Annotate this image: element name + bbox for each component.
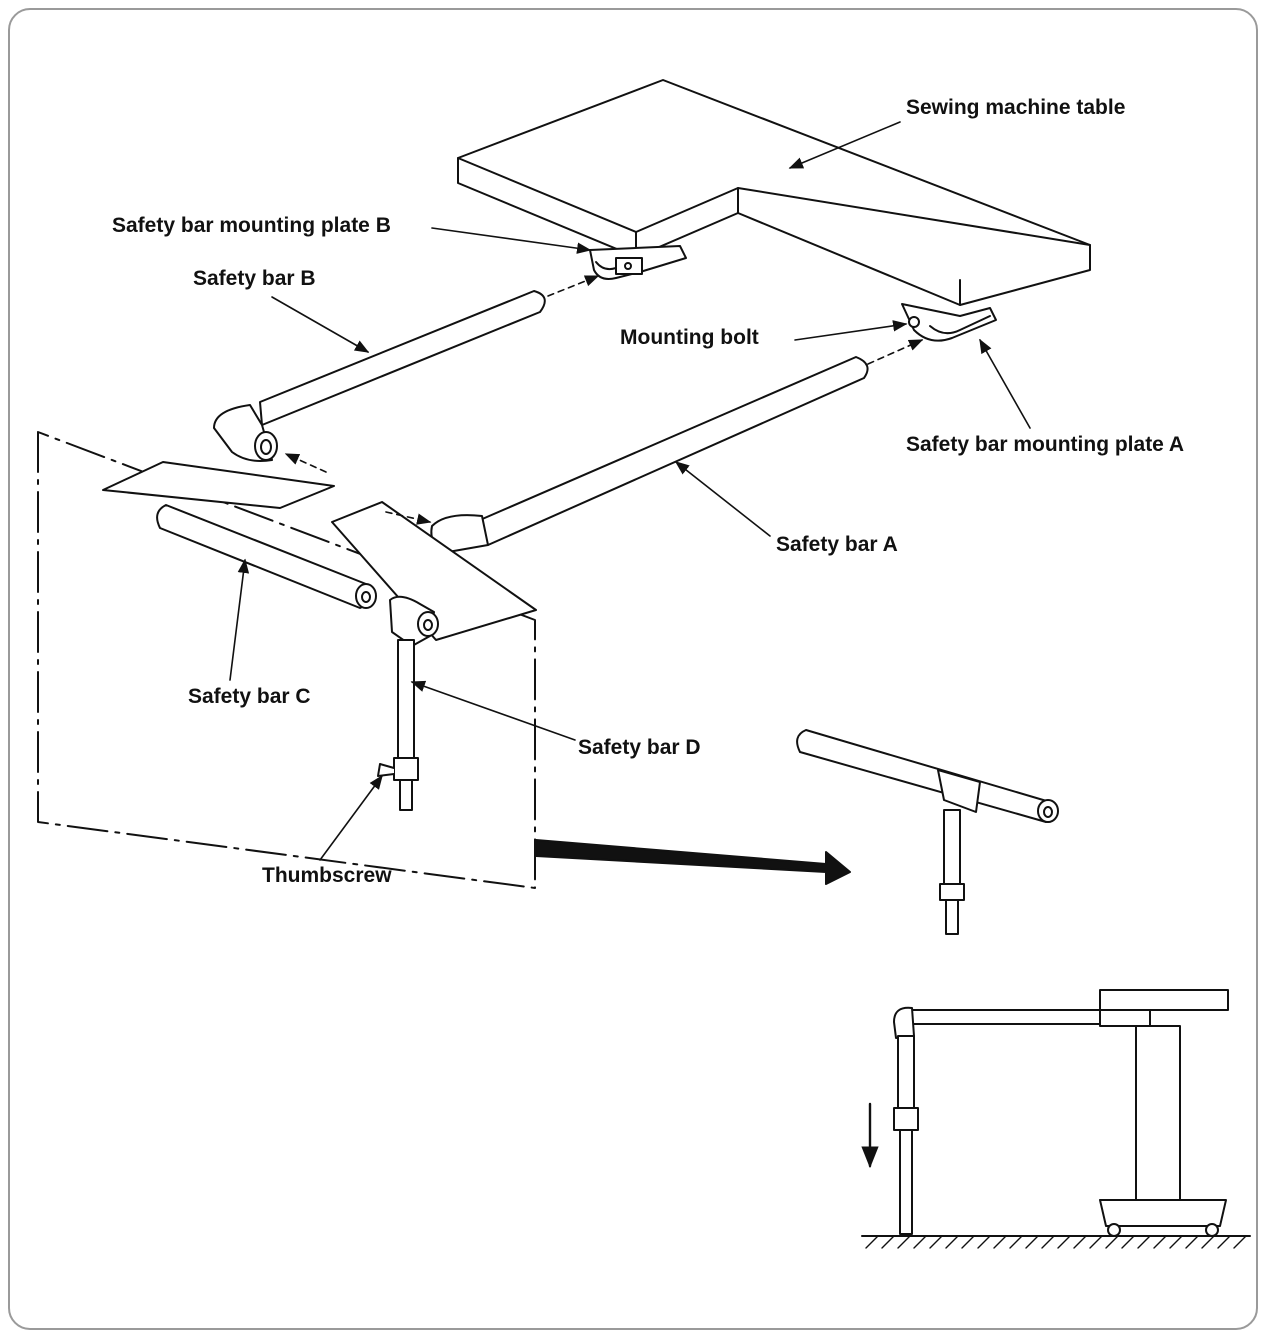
safety-bar-b <box>213 290 546 462</box>
safety-bar-d <box>377 595 439 811</box>
placement-panel <box>37 431 537 889</box>
label-safety-bar-b: Safety bar B <box>193 267 316 290</box>
assembled-t-bar <box>796 729 1059 935</box>
label-mounting-plate-b: Safety bar mounting plate B <box>112 214 391 237</box>
safety-bar-a <box>430 356 869 553</box>
sewing-machine-table <box>457 79 1091 306</box>
label-safety-bar-c: Safety bar C <box>188 685 311 708</box>
safety-bar-c <box>156 504 377 609</box>
leader-lines <box>229 121 1031 861</box>
label-safety-bar-d: Safety bar D <box>578 736 701 759</box>
label-safety-bar-a: Safety bar A <box>776 533 898 556</box>
mounting-plate-b <box>589 245 687 280</box>
label-mounting-bolt: Mounting bolt <box>620 326 759 349</box>
direction-arrow-icon <box>535 839 851 885</box>
label-mounting-plate-a: Safety bar mounting plate A <box>906 433 1185 456</box>
side-view <box>861 989 1251 1249</box>
label-thumbscrew: Thumbscrew <box>262 864 392 887</box>
mounting-plate-a <box>901 303 997 342</box>
label-sewing-machine-table: Sewing machine table <box>906 96 1126 119</box>
